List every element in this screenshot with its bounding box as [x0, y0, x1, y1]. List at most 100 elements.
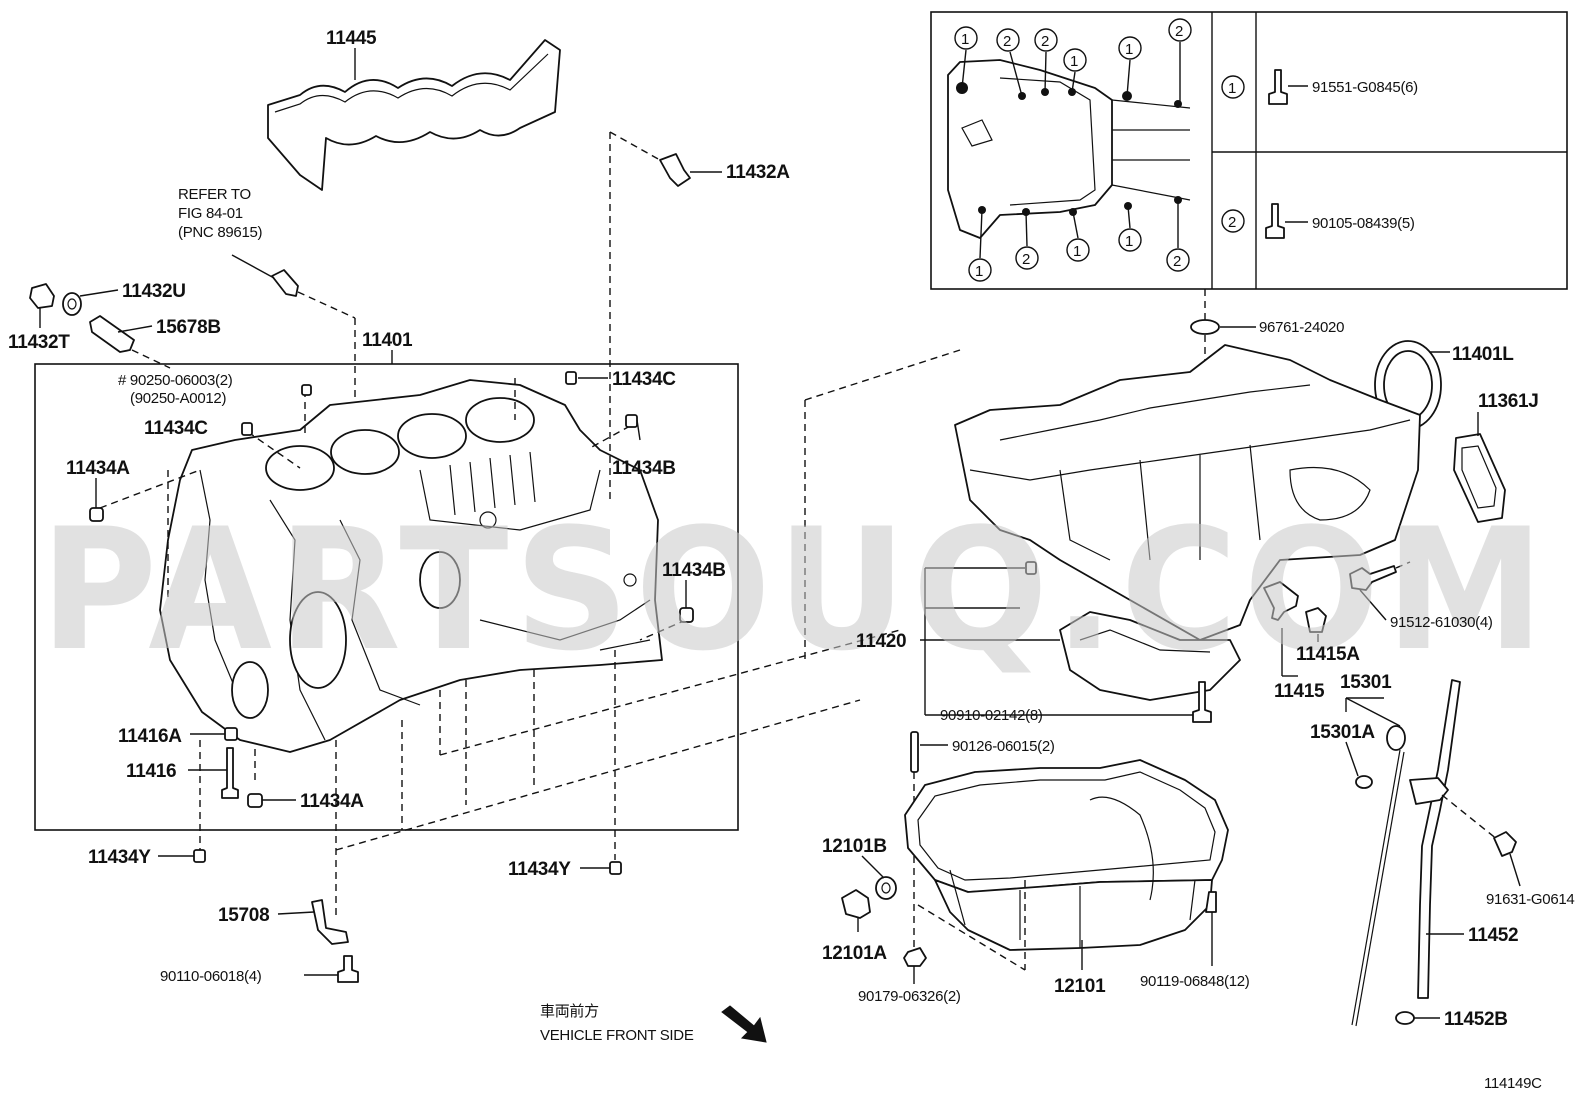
label-11432U: 11432U: [122, 281, 186, 302]
part-11434C-top-pin: [565, 371, 608, 385]
svg-text:1: 1: [1125, 233, 1133, 250]
label-11434B-right: 11434B: [662, 560, 726, 581]
bolt-table-row2-mark: 2: [1221, 209, 1245, 233]
label-11420: 11420: [856, 631, 906, 652]
label-11361J: 11361J: [1478, 391, 1539, 412]
diagram-code: 114149C: [1484, 1075, 1542, 1092]
label-11415A: 11415A: [1296, 644, 1360, 665]
label-11452: 11452: [1468, 925, 1518, 946]
label-90110: 90110-06018(4): [160, 968, 262, 985]
inset-callout-g: 1: [968, 258, 992, 282]
svg-text:1: 1: [961, 31, 969, 48]
svg-text:2: 2: [1041, 33, 1049, 50]
part-15678B-pipe: [89, 315, 171, 369]
part-11434B-right-pin: [679, 580, 694, 623]
part-11416-bolt: [188, 747, 239, 799]
inset-callout-a: 1: [954, 26, 978, 50]
label-11416: 11416: [126, 761, 176, 782]
part-12101-oil-pan: [904, 759, 1229, 971]
part-90110-bolt: [304, 955, 359, 983]
bolt-table-row1-mark: 1: [1221, 75, 1245, 99]
label-96761: 96761-24020: [1259, 319, 1344, 336]
part-11434Y-right-pin: [580, 861, 622, 875]
svg-text:2: 2: [1228, 214, 1236, 231]
svg-text:1: 1: [975, 263, 983, 280]
bolt-table-row1-part: 91551-G0845(6): [1312, 79, 1418, 96]
part-15301-dipstick: [1345, 697, 1406, 1027]
svg-text:2: 2: [1022, 251, 1030, 268]
inset-callout-i: 1: [1066, 238, 1090, 262]
part-11415-sensor: [1263, 581, 1299, 677]
part-12101A-plug: [841, 889, 871, 932]
svg-text:1: 1: [1228, 80, 1236, 97]
part-11434A-bottom-pin: [247, 793, 296, 808]
labels: 11445 11432A REFER TO FIG 84-01 (PNC 896…: [8, 28, 1575, 1092]
part-11452-guide: [1409, 679, 1499, 999]
svg-text:2: 2: [1003, 33, 1011, 50]
label-91631: 91631-G0614: [1486, 891, 1574, 908]
part-15708-bracket: [277, 899, 349, 945]
part-11432U-gasket: [62, 289, 119, 316]
part-91631-bolt: [1493, 831, 1521, 887]
part-15301A-oring: [1345, 741, 1373, 789]
part-11416A-pin: [190, 727, 238, 741]
refer-note-line1: REFER TO: [178, 186, 251, 203]
part-11434Y-left-pin: [158, 849, 206, 863]
inset-callout-b: 2: [996, 28, 1020, 52]
part-11434B-top-pin: [625, 414, 641, 441]
part-11420-pin: [1025, 561, 1037, 575]
block-dashed-leaders: [99, 132, 961, 920]
label-11401: 11401: [362, 330, 413, 351]
label-15301: 15301: [1340, 672, 1392, 693]
label-12101B: 12101B: [822, 836, 887, 857]
svg-text:1: 1: [1070, 53, 1078, 70]
part-90126-stud: [910, 731, 948, 950]
label-90250-b: (90250-A0012): [130, 390, 226, 407]
label-11432A: 11432A: [726, 162, 790, 183]
part-11401-cylinder-block: [159, 379, 663, 753]
label-11401L: 11401L: [1452, 344, 1514, 365]
part-11432A-plug: [609, 131, 722, 187]
part-11445-cover: [267, 39, 561, 191]
part-11434A-left-pin: [89, 478, 104, 522]
part-90910-bolt: [925, 681, 1212, 723]
label-15301A: 15301A: [1310, 722, 1375, 743]
part-11432T-plug: [29, 283, 55, 328]
front-note-jp: 車両前方: [540, 1003, 599, 1020]
label-90250-a: # 90250-06003(2): [118, 372, 233, 389]
watermark: PARTSOUQ.COM: [40, 492, 1550, 688]
refer-note-line2: FIG 84-01: [178, 205, 243, 222]
label-11434Y-left: 11434Y: [88, 847, 151, 868]
label-11434A-left: 11434A: [66, 458, 130, 479]
label-91512: 91512-61030(4): [1390, 614, 1493, 631]
part-11361J-plate: [1453, 412, 1506, 523]
label-11445: 11445: [326, 28, 377, 49]
svg-text:1: 1: [1073, 243, 1081, 260]
inset-callout-h: 2: [1015, 246, 1039, 270]
part-11420-stiffener: [920, 344, 1421, 715]
part-11452B-oring: [1395, 1011, 1440, 1025]
part-11415A-ring: [1305, 607, 1327, 642]
refer-note-line3: (PNC 89615): [178, 224, 263, 241]
label-11434Y-right: 11434Y: [508, 859, 571, 880]
bolt-table: [930, 11, 1568, 290]
front-note-en: VEHICLE FRONT SIDE: [540, 1027, 694, 1044]
bolt-table-marks: 1 2 1 2 2 1 1 2 1 2 1 1 2: [954, 18, 1245, 282]
part-11434C-left-pin: [241, 422, 253, 436]
vehicle-front-arrow-icon: [721, 1005, 767, 1043]
label-11434C-top: 11434C: [612, 369, 676, 390]
inset-callout-k: 2: [1166, 248, 1190, 272]
inset-callout-d: 1: [1063, 48, 1087, 72]
label-90179: 90179-06326(2): [858, 988, 961, 1005]
label-90126: 90126-06015(2): [952, 738, 1055, 755]
cylinder-block-box: [34, 363, 739, 831]
table-bolt-1-icon: [1268, 69, 1308, 105]
table-bolt-2-icon: [1265, 203, 1308, 239]
label-11434B-top: 11434B: [612, 458, 676, 479]
inset-callout-f: 2: [1168, 18, 1192, 42]
label-11434C-left: 11434C: [144, 418, 208, 439]
part-90119-bolt: [1205, 891, 1217, 966]
part-90250-pin: [301, 384, 312, 396]
